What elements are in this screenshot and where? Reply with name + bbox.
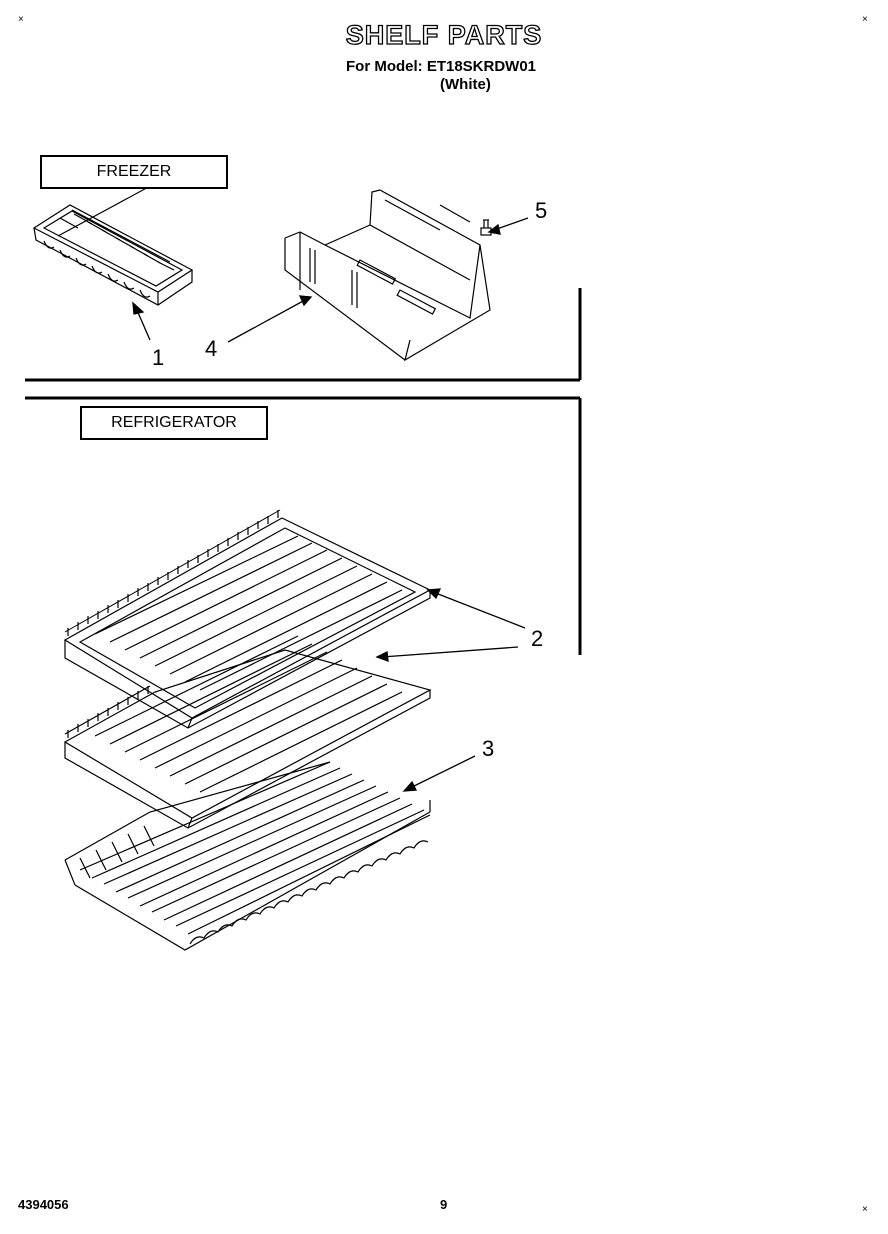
refrigerator-section-label: REFRIGERATOR [80,406,268,440]
leader-line-2a [432,591,526,629]
document-number: 4394056 [18,1197,69,1212]
callout-5: 5 [535,198,548,223]
freezer-section-frame [25,288,582,382]
page-title: SHELF PARTS [345,19,543,50]
leader-line-4 [227,299,306,343]
arrowhead-2b [375,651,389,662]
color-line: (White) [440,76,491,93]
corner-mark-top-right: × [862,14,868,25]
refrigerator-section-frame [25,396,582,655]
leader-lines [132,217,529,792]
leader-line-2b [381,646,519,658]
arrowhead-3 [402,780,418,792]
upper-glass-shelf-part [63,509,432,729]
callout-3: 3 [482,736,495,761]
ice-tray-part [32,183,194,306]
leader-line-5 [493,217,529,231]
arrowhead-2a [426,588,442,600]
corner-mark-top-left: × [18,14,24,25]
arrowhead-5 [487,223,501,235]
callout-1: 1 [152,345,165,370]
arrowhead-1 [132,301,145,315]
freezer-section-label: FREEZER [40,155,228,189]
page-number: 9 [440,1197,448,1212]
lower-glass-shelf-part [63,635,432,829]
freezer-shelf-part [284,189,491,362]
model-line: For Model: ET18SKRDW01 [346,58,537,75]
arrowhead-4 [298,295,313,307]
leader-line-3 [409,755,476,789]
callout-4: 4 [205,336,218,361]
wire-shelf-part [64,761,431,951]
corner-mark-bottom-right: × [862,1204,868,1215]
callout-2: 2 [531,626,544,651]
